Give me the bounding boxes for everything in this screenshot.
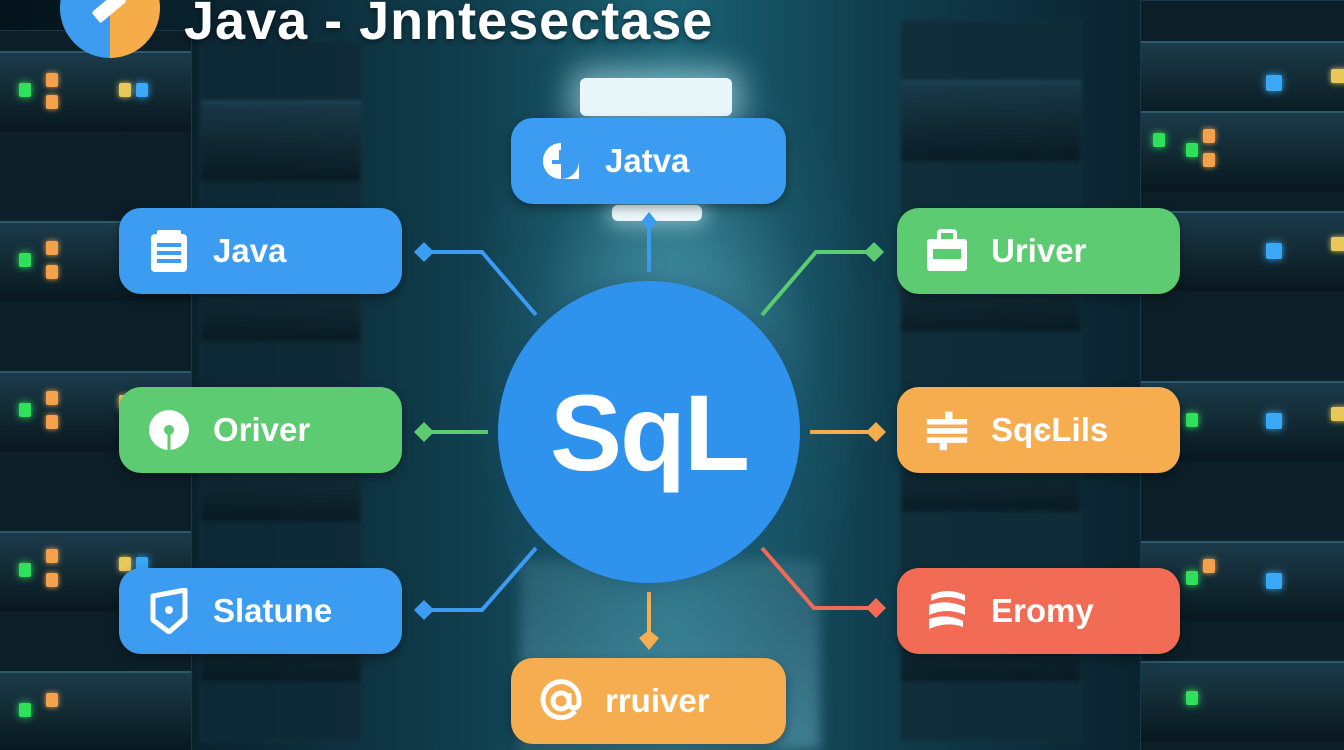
status-led [46, 693, 58, 707]
status-led [1203, 153, 1215, 167]
status-led [1203, 129, 1215, 143]
node-rruiver[interactable]: rruiver [511, 658, 786, 744]
status-led [1331, 407, 1344, 421]
node-label: Jatva [605, 142, 690, 179]
status-led [1331, 237, 1344, 251]
sliders-icon [925, 408, 969, 452]
status-led [1266, 573, 1282, 589]
rack-unit [1141, 41, 1344, 121]
node-sqlils[interactable]: SqєLils [897, 387, 1180, 473]
node-uriver[interactable]: Uriver [897, 208, 1180, 294]
node-eromy[interactable]: Eromy [897, 568, 1180, 654]
status-led [46, 95, 58, 109]
connector-right-2 [810, 422, 886, 442]
document-list-icon [147, 229, 191, 273]
connector-right-3 [760, 546, 886, 618]
node-label: Java [213, 232, 287, 269]
rack-unit [901, 81, 1081, 161]
status-led [19, 403, 31, 417]
header: Java - Jnntesectase [60, 0, 714, 58]
status-led [46, 241, 58, 255]
status-led [46, 265, 58, 279]
ceiling-light [580, 78, 732, 116]
node-label: SqєLils [991, 411, 1109, 448]
status-led [136, 83, 148, 97]
status-led [136, 557, 148, 571]
node-slatune[interactable]: Slatune [119, 568, 402, 654]
at-sign-icon [539, 679, 583, 723]
status-led [119, 557, 131, 571]
status-led [119, 83, 131, 97]
status-led [1266, 413, 1282, 429]
node-jatva[interactable]: Jatva [511, 118, 786, 204]
status-led [1186, 691, 1198, 705]
rack-unit [201, 101, 361, 181]
node-label: Eromy [991, 592, 1094, 629]
status-led [46, 391, 58, 405]
rack-unit [1141, 661, 1344, 741]
status-led [46, 415, 58, 429]
briefcase-icon [925, 229, 969, 273]
rack-unit [1141, 111, 1344, 191]
ceiling-light-far [612, 205, 702, 221]
stack-s-icon [925, 589, 969, 633]
status-led [19, 253, 31, 267]
status-led [19, 703, 31, 717]
node-label: Uriver [991, 232, 1087, 269]
status-led [1203, 559, 1215, 573]
status-led [1186, 413, 1198, 427]
status-led [1266, 75, 1282, 91]
connector-left-2 [414, 422, 488, 442]
rack-unit [0, 671, 191, 750]
clock-icon [539, 139, 583, 183]
connector-left-3 [414, 546, 538, 620]
status-led [19, 563, 31, 577]
connector-left-1 [414, 242, 538, 317]
status-led [1266, 243, 1282, 259]
status-led [19, 83, 31, 97]
rack-unit [1141, 541, 1344, 621]
connector-right-1 [760, 242, 884, 317]
node-label: Oriver [213, 411, 311, 448]
node-oriver[interactable]: Oriver [119, 387, 402, 473]
connector-top [641, 212, 657, 272]
node-label: Slatune [213, 592, 333, 629]
status-led [1331, 69, 1344, 83]
status-led [1186, 571, 1198, 585]
keyhole-icon [147, 408, 191, 452]
page-title: Java - Jnntesectase [184, 0, 714, 51]
node-java[interactable]: Java [119, 208, 402, 294]
node-label: rruiver [605, 682, 710, 719]
status-led [46, 549, 58, 563]
status-led [46, 73, 58, 87]
hub-label: SqL [550, 371, 750, 493]
status-led [1153, 133, 1165, 147]
connector-bottom [639, 592, 659, 650]
status-led [46, 573, 58, 587]
shield-icon [147, 588, 191, 634]
sql-hub[interactable]: SqL [498, 281, 800, 583]
status-led [1186, 143, 1198, 157]
